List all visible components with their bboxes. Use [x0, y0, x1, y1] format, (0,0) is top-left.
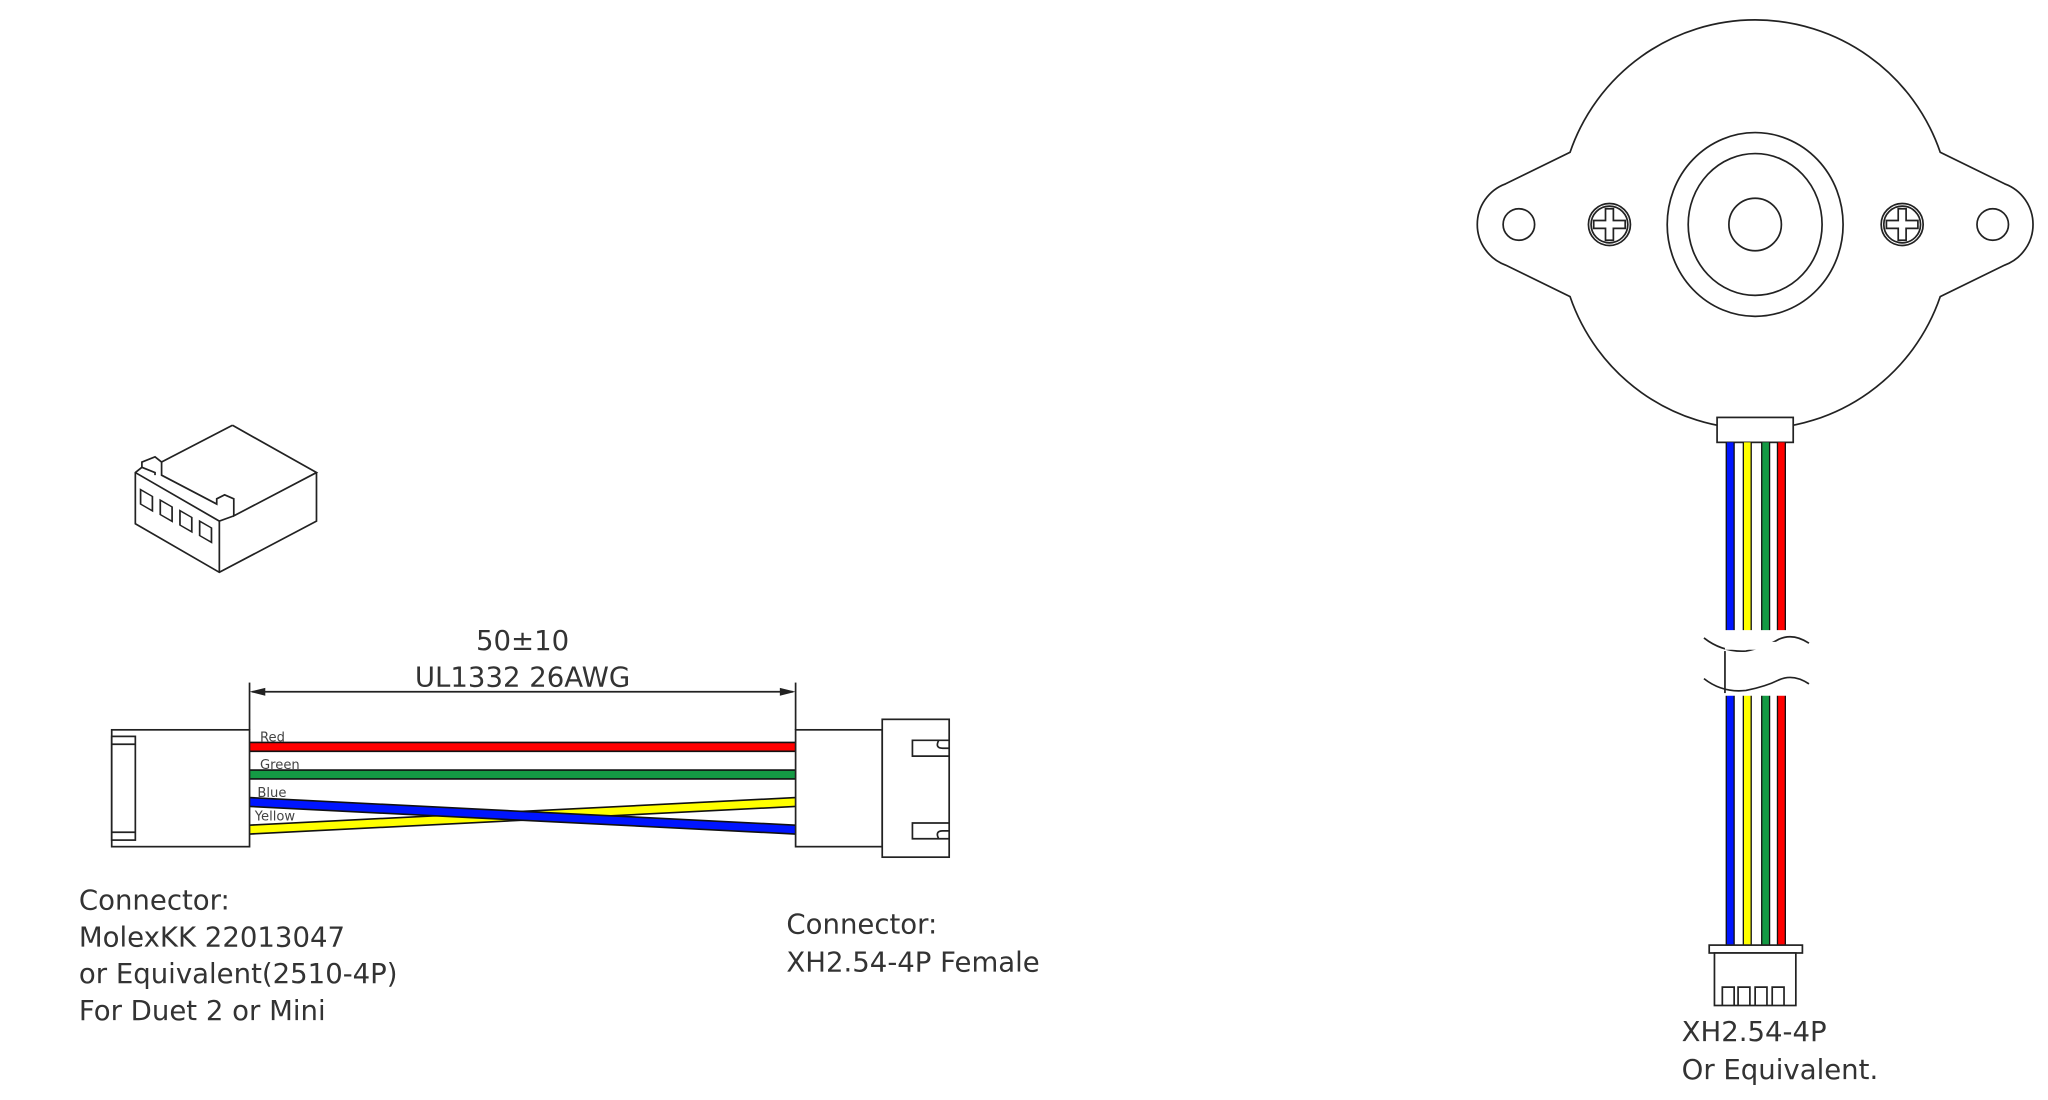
- wire-label-yellow: Yellow: [254, 809, 296, 824]
- svg-text:For Duet 2 or Mini: For Duet 2 or Mini: [79, 995, 326, 1027]
- svg-text:Connector:: Connector:: [79, 885, 230, 917]
- xh-female-connector: [794, 718, 951, 859]
- wire-label-green: Green: [260, 758, 300, 773]
- molex-connector-label: Connector: MolexKK 22013047 or Equivalen…: [79, 885, 398, 1027]
- molex-connector-side-view: [110, 728, 251, 848]
- motor-cable: [1703, 442, 1812, 946]
- wire-label-blue: Blue: [257, 786, 286, 801]
- svg-text:or Equivalent(2510-4P): or Equivalent(2510-4P): [79, 958, 398, 990]
- cable-length-label: 50±10: [476, 625, 569, 657]
- mount-hole-left: [1502, 207, 1536, 242]
- molex-connector-3d-view: [134, 424, 319, 574]
- wire-blue: [249, 798, 796, 834]
- wire-spec-label: UL1332 26AWG: [415, 662, 630, 694]
- length-dimension: 50±10 UL1332 26AWG: [248, 625, 797, 730]
- xh-connector-motor-end: [1708, 944, 1804, 1007]
- xh-female-connector-label: Connector: XH2.54-4P Female: [786, 908, 1039, 978]
- motor-connector-label: XH2.54-4P Or Equivalent.: [1682, 1016, 1879, 1086]
- mount-hole-right: [1976, 207, 2010, 242]
- screw-icon-right: [1880, 202, 1925, 247]
- svg-text:Or Equivalent.: Or Equivalent.: [1682, 1054, 1879, 1086]
- screw-icon-left: [1587, 202, 1632, 247]
- wire-label-red: Red: [260, 731, 285, 746]
- stepper-motor: [1476, 19, 2034, 444]
- svg-text:XH2.54-4P: XH2.54-4P: [1682, 1016, 1827, 1048]
- svg-text:MolexKK 22013047: MolexKK 22013047: [79, 921, 345, 953]
- cable-wires: Red Green Blue Yellow: [249, 731, 796, 835]
- svg-text:Connector:: Connector:: [786, 908, 937, 940]
- svg-text:XH2.54-4P Female: XH2.54-4P Female: [786, 946, 1039, 978]
